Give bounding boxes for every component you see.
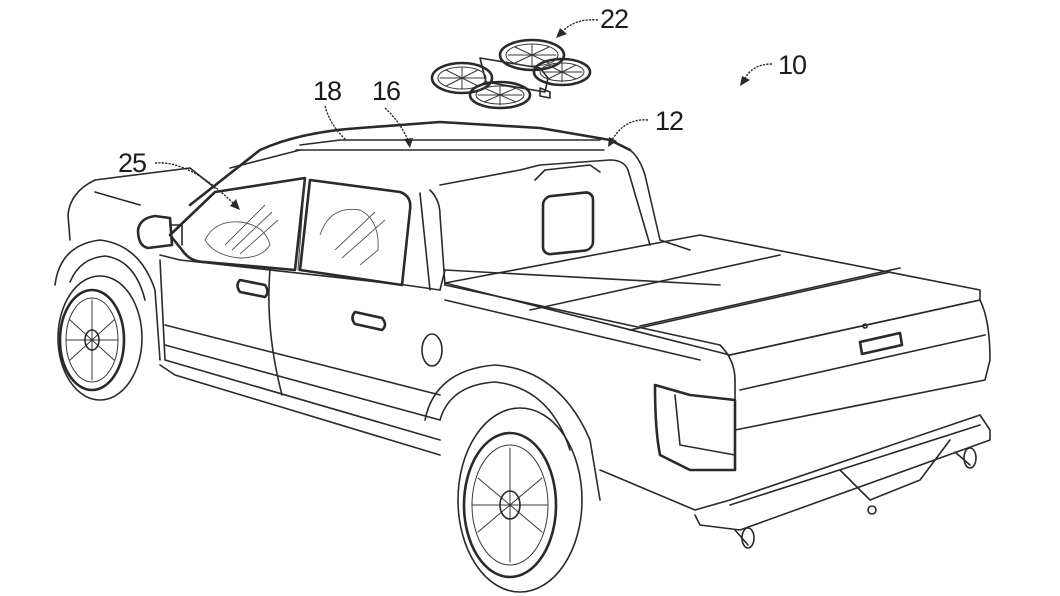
side-mirror [136,214,174,250]
tailgate [729,299,991,431]
cabin-interior [204,204,386,266]
front-door-handle [236,278,269,299]
roof-outline [188,120,632,207]
hitch [867,505,877,515]
label-22: 22 [600,4,628,34]
front-wheel [57,275,143,401]
tail-light [653,383,737,472]
rotor [498,38,566,72]
drone [430,38,592,110]
label-10: 10 [778,50,806,80]
label-25: 25 [118,148,146,178]
exhaust-right [963,447,977,469]
rear-window [541,191,595,256]
rear-door-handle [351,310,387,332]
leader-lines [154,19,773,210]
pickup-truck [54,120,991,593]
tailgate-handle [858,331,904,356]
fuel-door [421,333,443,367]
rear-bumper [599,414,991,531]
label-12: 12 [655,106,683,136]
rotor [468,80,532,110]
front-window [168,176,307,272]
label-16: 16 [372,76,400,106]
label-18: 18 [313,76,341,106]
tonneau-cover [444,234,981,356]
rotor [532,57,592,87]
rear-wheel [457,407,583,593]
rotor [430,61,494,95]
rear-door-window [298,178,412,287]
